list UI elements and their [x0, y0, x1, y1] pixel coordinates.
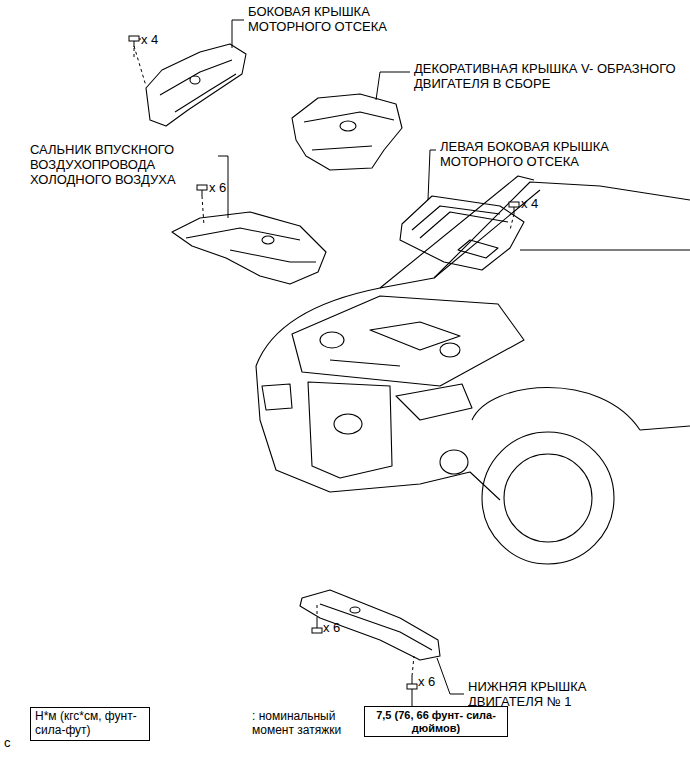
part-label: САЛЬНИК ВПУСКНОГО ВОЗДУХОПРОВОДА ХОЛОДНО… — [30, 143, 212, 188]
body-outline — [256, 182, 690, 366]
torque-box: 7,5 (76, 66 фунт- сила-дюймов) — [364, 706, 508, 737]
legend-box: Н*м (кгс*см, фунт- сила-фут) — [30, 707, 150, 741]
leader-line — [428, 150, 436, 200]
dashed-line — [412, 656, 414, 676]
bolt-symbol — [312, 628, 322, 633]
headlight — [262, 384, 472, 420]
bolt-symbol — [509, 202, 519, 207]
part-label: ЛЕВАЯ БОКОВАЯ КРЫШКА МОТОРНОГО ОТСЕКА — [440, 140, 655, 170]
leader-line — [437, 658, 464, 694]
intake-seal — [172, 212, 326, 284]
engine-parts — [320, 322, 460, 366]
side-cover — [146, 44, 246, 126]
wheel-rim — [504, 454, 592, 542]
dashed-line — [317, 604, 318, 620]
leader-line — [232, 20, 244, 48]
under-cover — [300, 590, 440, 660]
bolt-symbol — [407, 684, 417, 689]
engine-bay — [292, 296, 524, 386]
engine-cover — [292, 94, 402, 170]
grille — [308, 382, 392, 478]
box-text: 7,5 (76, 66 фунт- сила-дюймов) — [369, 709, 503, 734]
hood — [380, 176, 540, 288]
quantity-label: x 6 — [418, 675, 448, 690]
cover-detail — [160, 60, 236, 112]
part-label: БОКОВАЯ КРЫШКА МОТОРНОГО ОТСЕКА — [248, 5, 413, 35]
wheel — [482, 432, 614, 564]
under-cover-detail — [320, 604, 432, 650]
fog-light — [440, 450, 468, 474]
intake-seal-detail — [186, 228, 316, 262]
box-text: Н*м (кгс*см, фунт- сила-фут) — [35, 710, 145, 738]
torque-pointer — [412, 689, 413, 706]
legend-note: : номинальный момент затяжки — [252, 710, 377, 738]
fender — [472, 250, 690, 430]
quantity-label: x 4 — [521, 197, 551, 212]
dashed-line — [202, 196, 204, 226]
emblem — [334, 414, 362, 434]
bolt-symbol — [197, 185, 207, 190]
figure-letter: c — [4, 736, 20, 751]
quantity-label: x 6 — [323, 621, 353, 636]
engine-cover-detail — [304, 112, 394, 150]
part-label: ДЕКОРАТИВНАЯ КРЫШКА V- ОБРАЗНОГО ДВИГАТЕ… — [414, 62, 682, 92]
leader-line — [376, 72, 410, 100]
quantity-label: x 6 — [209, 181, 239, 196]
dashed-line — [134, 46, 146, 86]
bolt-symbol — [129, 36, 139, 41]
front-fascia — [256, 366, 500, 500]
quantity-label: x 4 — [141, 33, 171, 48]
dashed-line — [510, 214, 514, 230]
